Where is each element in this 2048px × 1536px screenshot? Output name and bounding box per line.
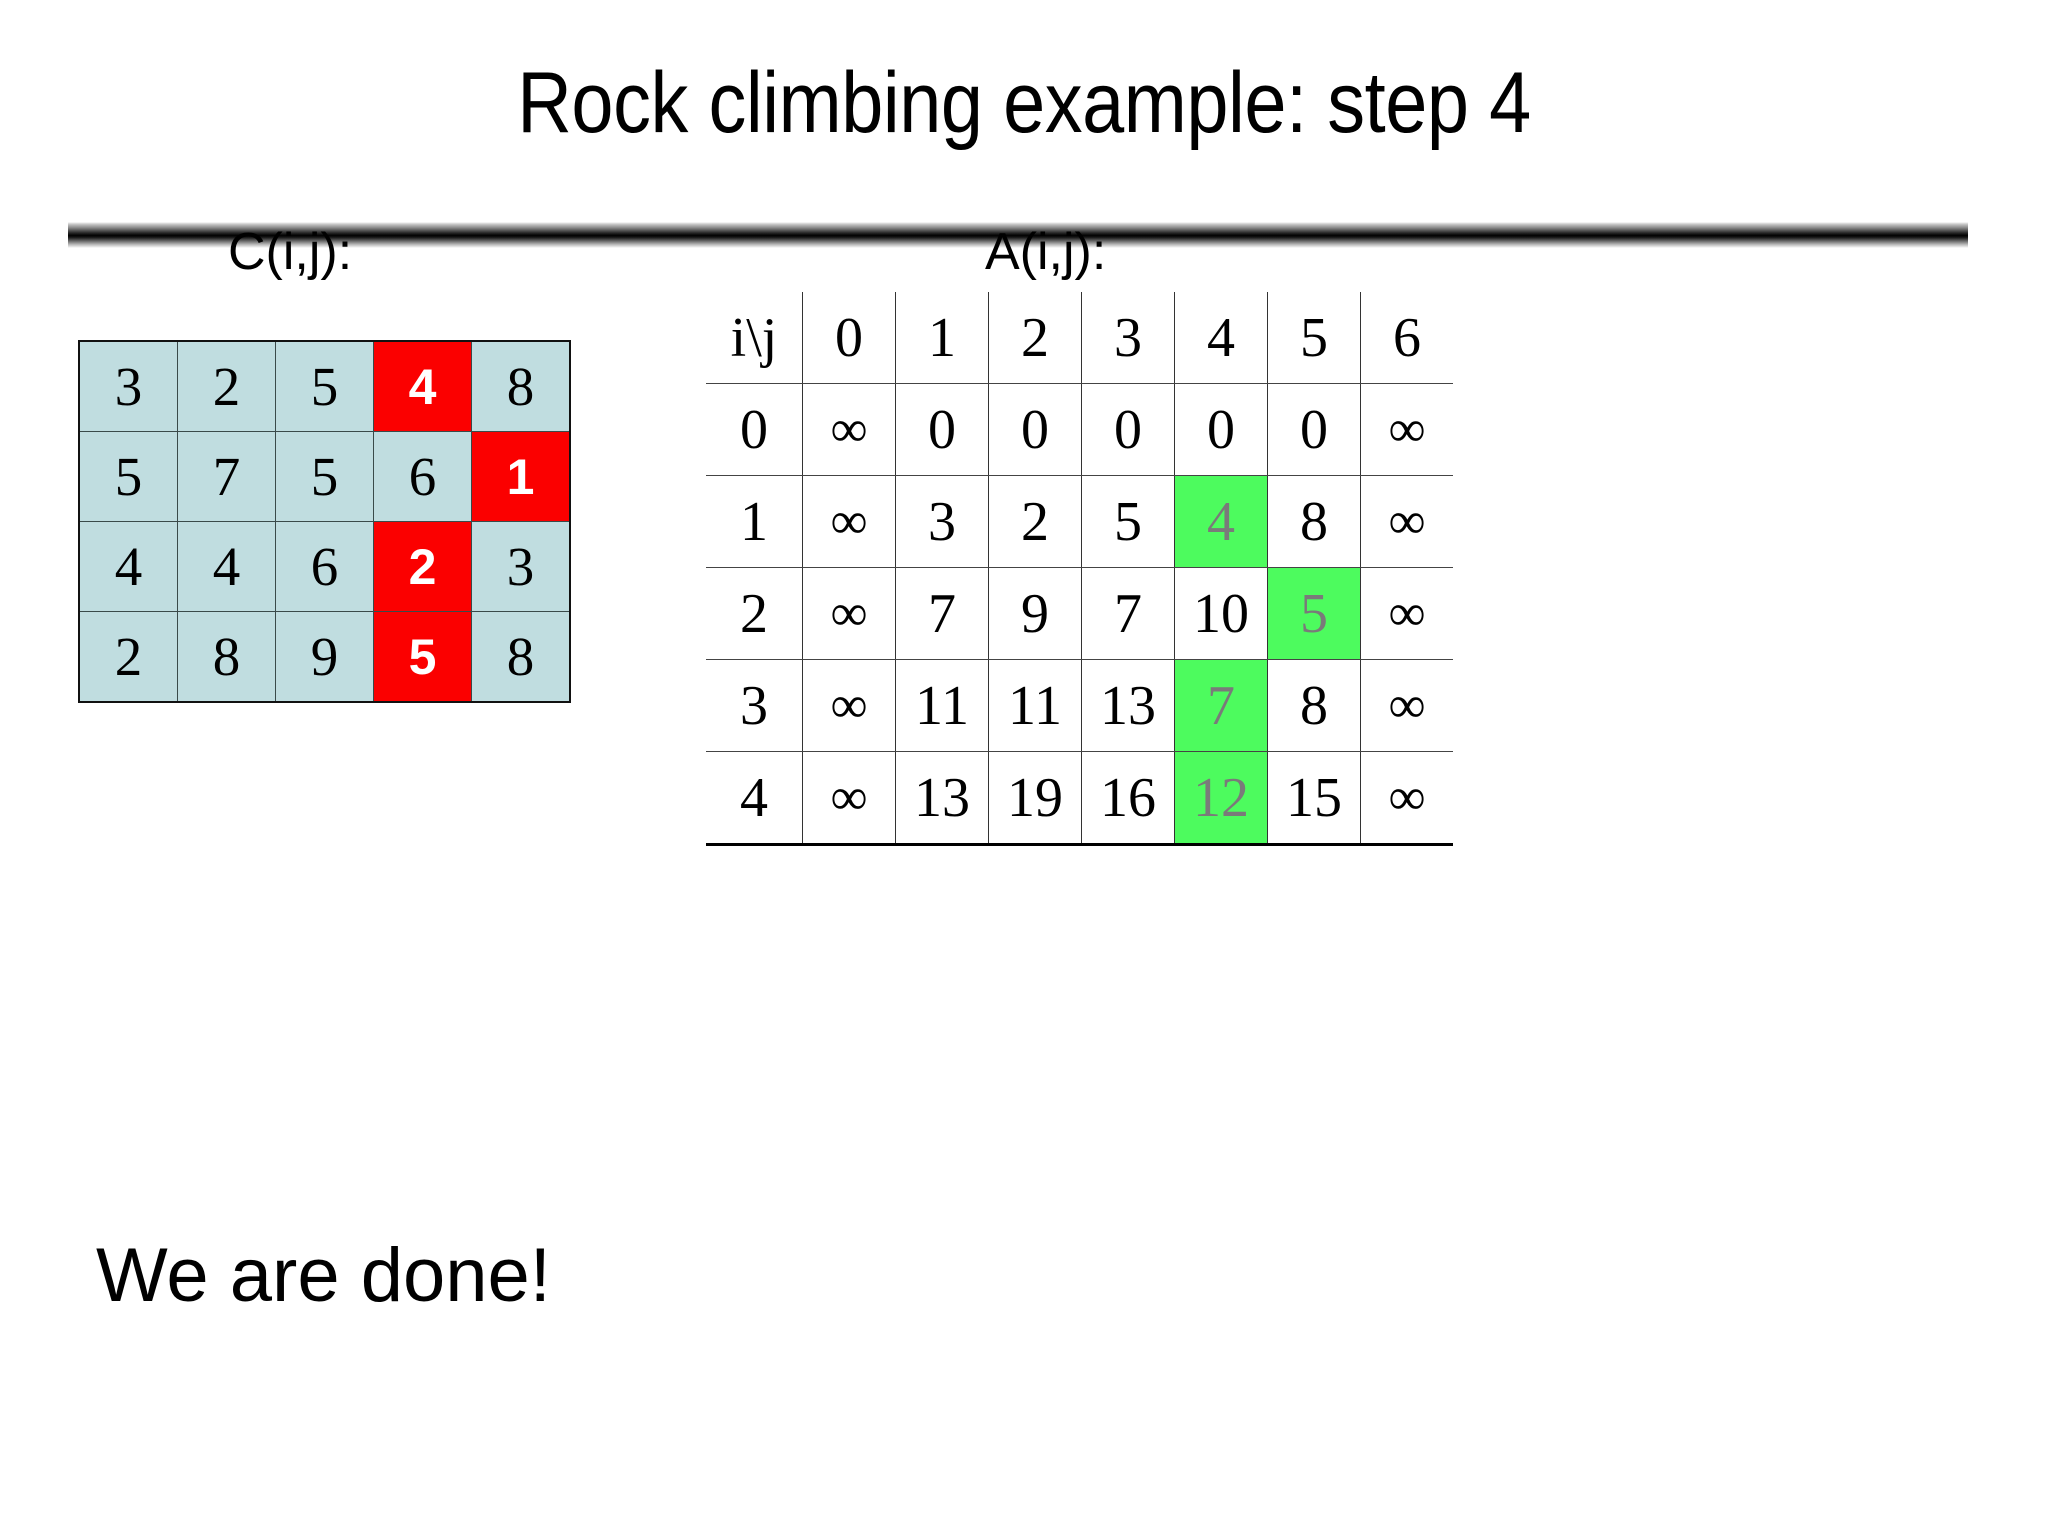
- cost-cell: 8: [471, 340, 571, 432]
- accum-matrix-label: A(i,j):: [985, 223, 1107, 281]
- accum-cell-highlighted: 7: [1174, 659, 1268, 752]
- accum-cell: 8: [1267, 475, 1361, 568]
- accum-cell: ∞: [802, 567, 896, 660]
- accum-cell: ∞: [1360, 751, 1453, 846]
- accum-cell: 0: [1174, 383, 1268, 476]
- accum-cell: ∞: [802, 751, 896, 846]
- accum-cell: 16: [1081, 751, 1175, 846]
- accum-cell: 10: [1174, 567, 1268, 660]
- accum-cell-highlighted: 5: [1267, 567, 1361, 660]
- accum-column-header: 5: [1267, 292, 1361, 384]
- accum-cell: 8: [1267, 659, 1361, 752]
- accum-cell: ∞: [1360, 383, 1453, 476]
- cost-cell: 5: [275, 340, 374, 432]
- accum-column-header: 4: [1174, 292, 1268, 384]
- accum-column-header: 6: [1360, 292, 1453, 384]
- accum-cell: 13: [895, 751, 989, 846]
- cost-cell-highlighted: 5: [373, 611, 472, 703]
- cost-matrix-label: C(i,j):: [228, 223, 353, 281]
- cost-cell-highlighted: 1: [471, 431, 571, 522]
- cost-cell: 9: [275, 611, 374, 703]
- title-divider-bar: [68, 222, 1968, 248]
- cost-cell-highlighted: 2: [373, 521, 472, 612]
- accum-cell: ∞: [802, 659, 896, 752]
- cost-cell: 4: [78, 521, 178, 612]
- accum-corner-header: i\j: [706, 292, 803, 384]
- cost-cell: 5: [78, 431, 178, 522]
- accum-column-header: 0: [802, 292, 896, 384]
- accum-column-header: 2: [988, 292, 1082, 384]
- cost-cell: 8: [177, 611, 276, 703]
- accum-cell: 5: [1081, 475, 1175, 568]
- accum-cell: ∞: [1360, 475, 1453, 568]
- accum-cell: 7: [1081, 567, 1175, 660]
- accum-cell: 13: [1081, 659, 1175, 752]
- cost-cell: 4: [177, 521, 276, 612]
- cost-cell: 6: [275, 521, 374, 612]
- accum-cell: 15: [1267, 751, 1361, 846]
- cost-cell: 8: [471, 611, 571, 703]
- cost-cell: 3: [78, 340, 178, 432]
- accum-cell-highlighted: 12: [1174, 751, 1268, 846]
- accum-row-header: 2: [706, 567, 803, 660]
- accum-cell: 11: [988, 659, 1082, 752]
- accum-column-header: 3: [1081, 292, 1175, 384]
- accum-cell: 19: [988, 751, 1082, 846]
- accum-cell: 2: [988, 475, 1082, 568]
- conclusion-note: We are done!: [96, 1233, 551, 1318]
- accum-cell: 9: [988, 567, 1082, 660]
- cost-cell: 3: [471, 521, 571, 612]
- accum-cell: 3: [895, 475, 989, 568]
- cost-cell: 5: [275, 431, 374, 522]
- accum-cell: 0: [988, 383, 1082, 476]
- cost-cell: 2: [177, 340, 276, 432]
- accum-cell: ∞: [802, 383, 896, 476]
- accum-row-header: 3: [706, 659, 803, 752]
- cost-cell: 6: [373, 431, 472, 522]
- accum-row-header: 1: [706, 475, 803, 568]
- page-title: Rock climbing example: step 4: [517, 55, 1531, 151]
- accum-cell: 0: [1081, 383, 1175, 476]
- accum-cell: ∞: [1360, 567, 1453, 660]
- accum-row-header: 0: [706, 383, 803, 476]
- accum-cell: 11: [895, 659, 989, 752]
- accum-cell: ∞: [1360, 659, 1453, 752]
- cost-cell: 2: [78, 611, 178, 703]
- accum-cell: ∞: [802, 475, 896, 568]
- accum-cell-highlighted: 4: [1174, 475, 1268, 568]
- cost-cell: 7: [177, 431, 276, 522]
- accum-column-header: 1: [895, 292, 989, 384]
- accum-cell: 0: [1267, 383, 1361, 476]
- accum-cell: 7: [895, 567, 989, 660]
- accum-row-header: 4: [706, 751, 803, 846]
- cost-cell-highlighted: 4: [373, 340, 472, 432]
- accum-cell: 0: [895, 383, 989, 476]
